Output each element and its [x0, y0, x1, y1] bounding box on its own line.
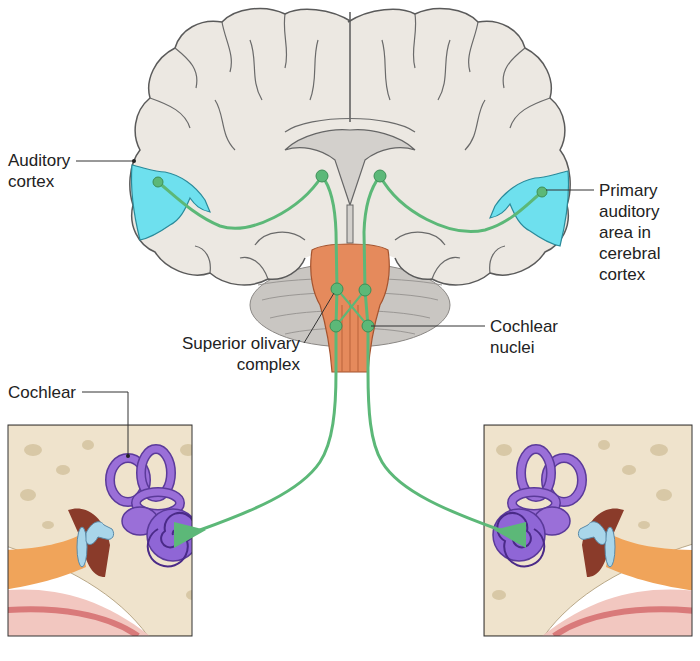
- ear-inset-left: [0, 425, 220, 636]
- part-label: Cochlear: [8, 382, 98, 403]
- leader-dots: [126, 159, 136, 458]
- relay-nuclei-dots: [153, 170, 547, 332]
- part-label: Auditory cortex: [8, 150, 88, 192]
- part-label: Primary auditory area in cerebral cortex: [599, 180, 695, 285]
- nerve-cones: [174, 522, 526, 548]
- leader-lines: [76, 161, 594, 455]
- part-label: Cochlear nuclei: [490, 316, 590, 358]
- auditory-pathway: [158, 176, 542, 530]
- ear-inset-right: [472, 425, 696, 636]
- auditory-cortex-region: [132, 165, 569, 246]
- brainstem: [311, 244, 390, 372]
- part-label: Superior olivary complex: [175, 333, 300, 375]
